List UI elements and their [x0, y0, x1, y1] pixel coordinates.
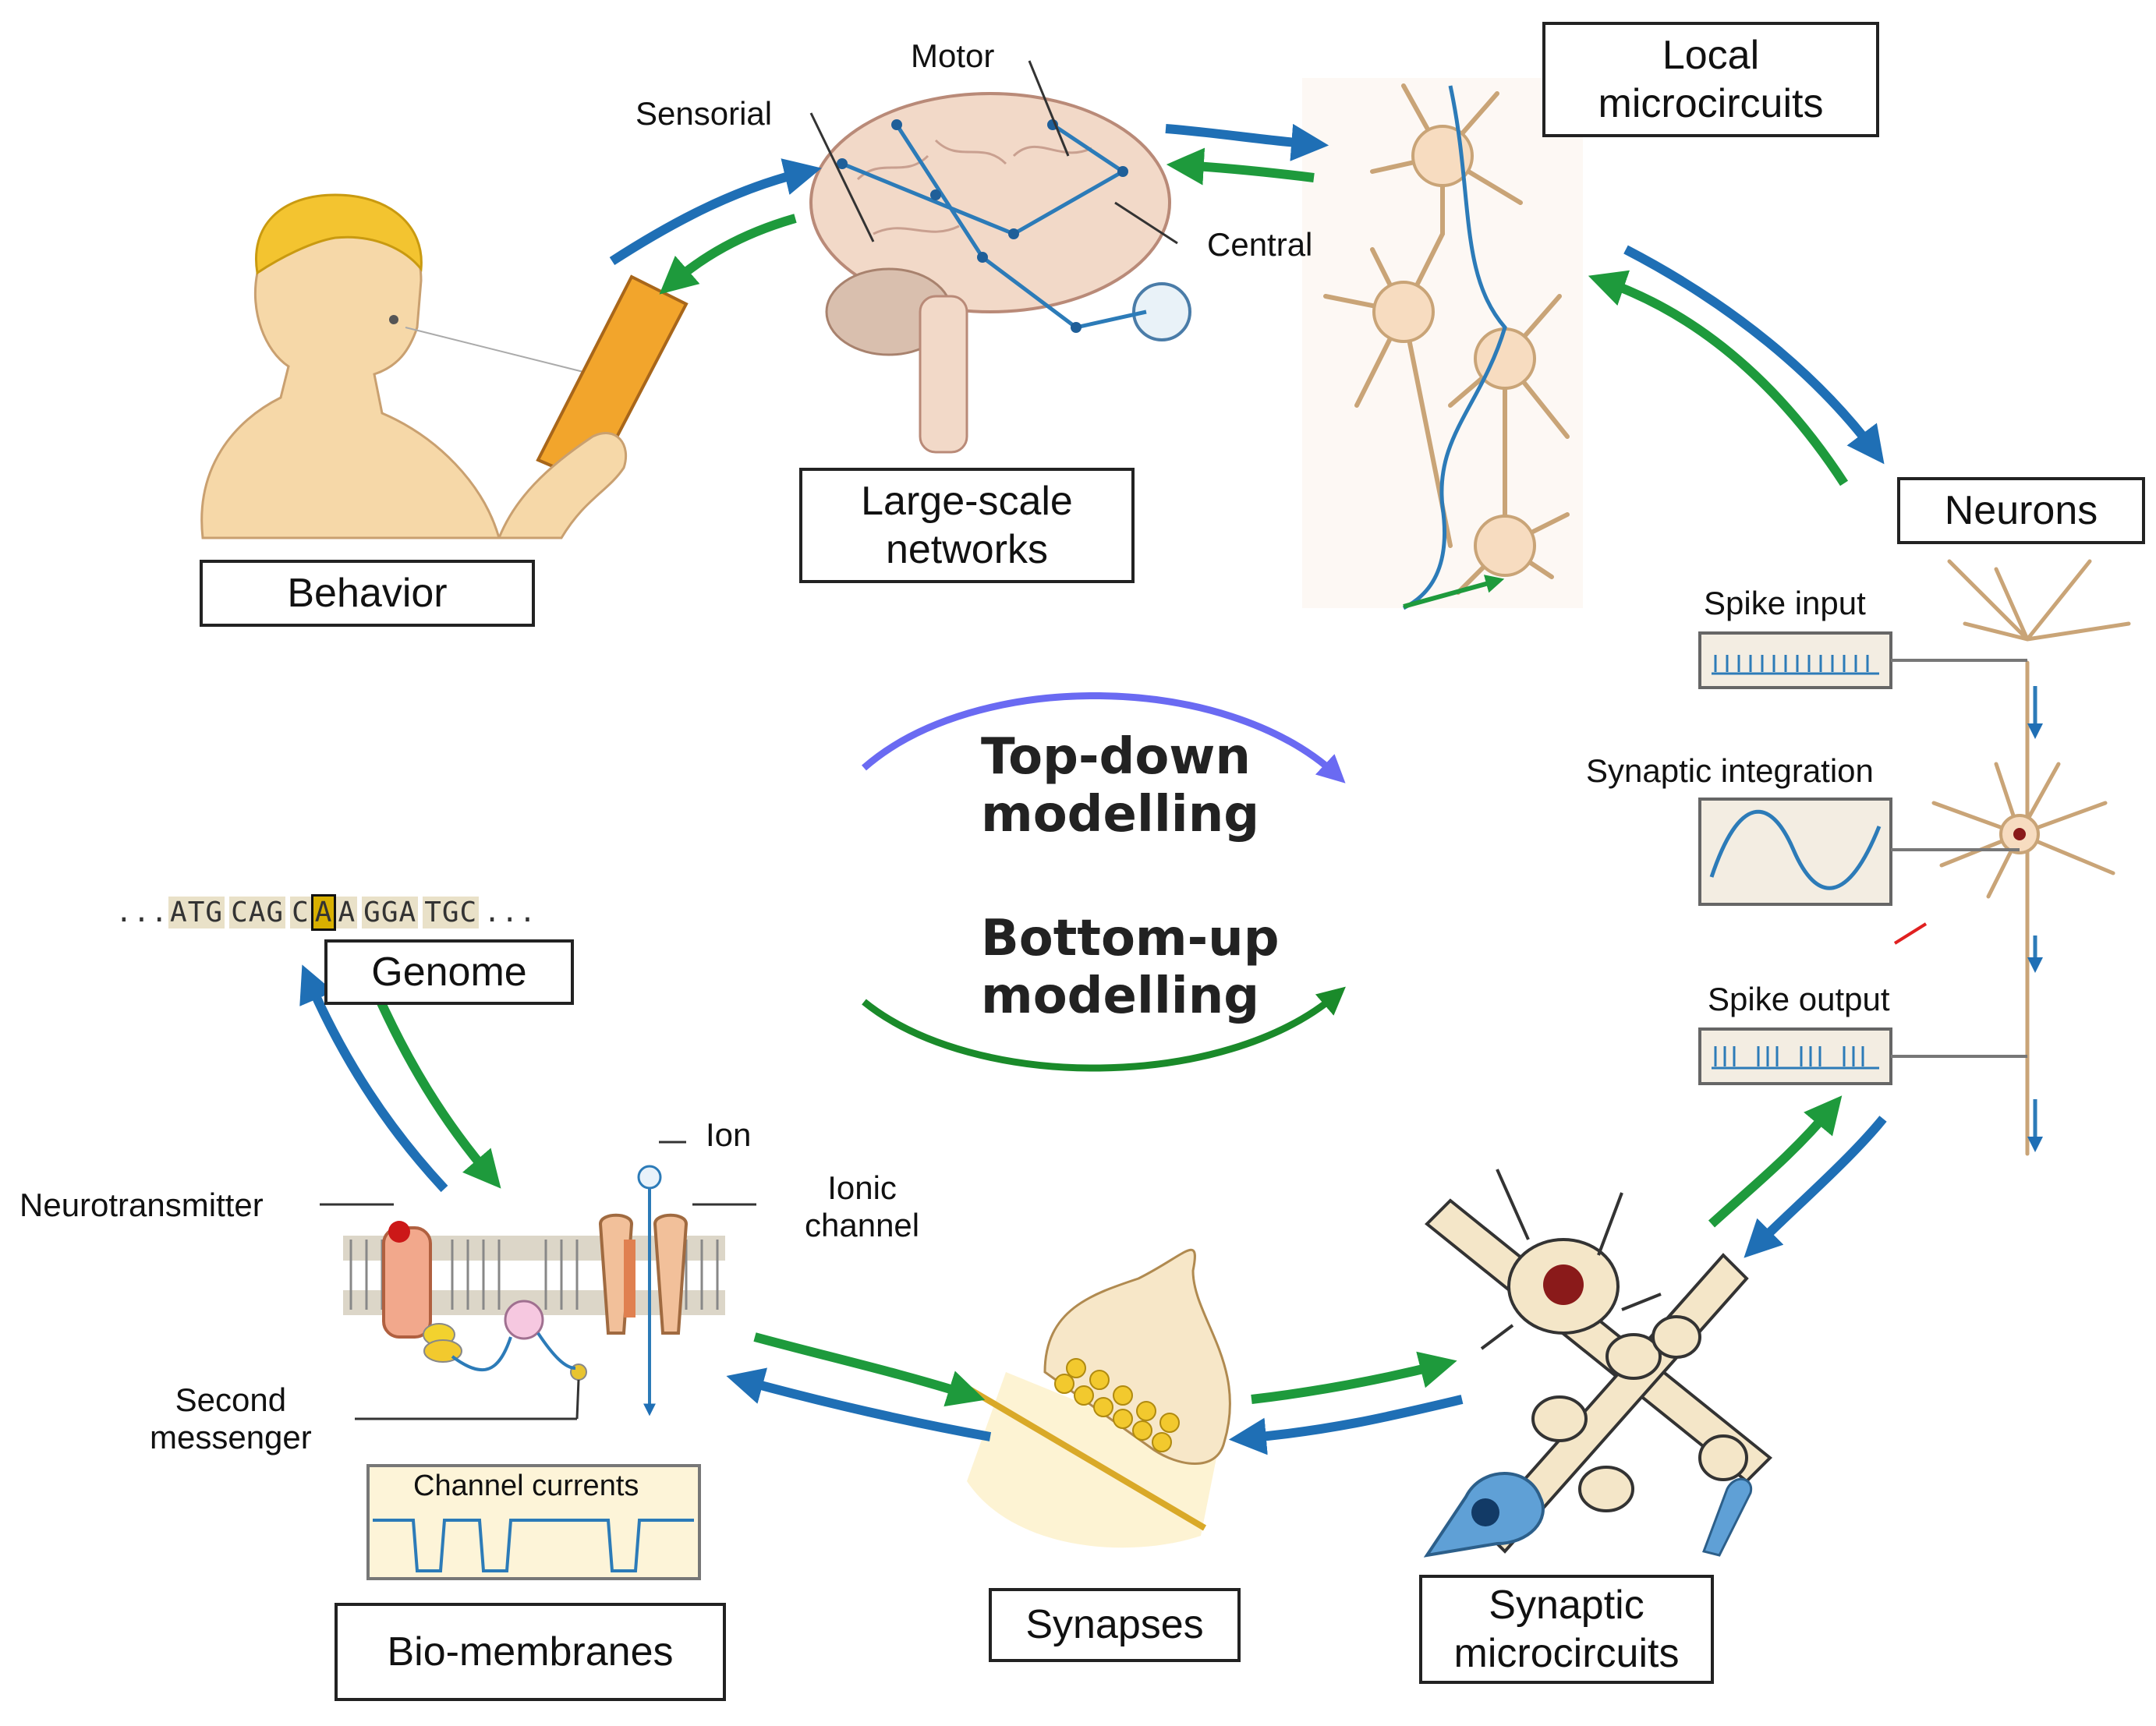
- box-behavior-label: Behavior: [287, 570, 448, 616]
- synaptic-integration-plot: [1698, 798, 2020, 906]
- box-bio-membranes-label: Bio-membranes: [387, 1629, 674, 1675]
- box-local-microcircuits: Local microcircuits: [1542, 22, 1879, 137]
- arrow-brain-to-behavior: [659, 214, 797, 295]
- dna-suffix: ...: [483, 897, 537, 928]
- channel-currents-plot: [366, 1464, 701, 1580]
- dna-codon: ATG: [168, 897, 225, 928]
- arrow-genome-to-membrane: [366, 976, 501, 1189]
- box-neurons-label: Neurons: [1944, 487, 2098, 533]
- box-synaptic-micro-label: Synaptic microcircuits: [1453, 1582, 1680, 1676]
- dna-prefix: ...: [115, 897, 169, 928]
- bottom-up-arc: [862, 986, 1346, 1072]
- dna-codon-highlighted: A: [310, 894, 337, 931]
- dna-codon: TGC: [423, 897, 480, 928]
- label-neurotransmitter: Neurotransmitter: [19, 1187, 264, 1223]
- box-synapses: Synapses: [989, 1588, 1241, 1662]
- dna-codon: A: [336, 897, 358, 928]
- arrow-brain-to-local: [1165, 123, 1329, 161]
- box-large-scale-label: Large-scale networks: [861, 478, 1073, 572]
- box-large-scale-networks: Large-scale networks: [799, 468, 1135, 583]
- dna-codon: GGA: [362, 897, 419, 928]
- label-spike-input: Spike input: [1704, 585, 1866, 621]
- box-bio-membranes: Bio-membranes: [335, 1603, 726, 1701]
- arrow-neurons-to-local: [1588, 270, 1849, 486]
- box-genome: Genome: [324, 939, 574, 1005]
- arrow-behavior-to-brain: [609, 158, 822, 266]
- spike-input-plot: [1698, 631, 2027, 689]
- spike-output-plot: [1698, 1027, 2027, 1085]
- label-sensorial: Sensorial: [635, 95, 773, 132]
- label-ion: Ion: [706, 1116, 752, 1153]
- arrow-local-to-neurons: [1623, 245, 1885, 465]
- local-microcircuit-illustration: [1302, 78, 1583, 610]
- box-synaptic-microcircuits: Synaptic microcircuits: [1419, 1575, 1714, 1684]
- box-genome-label: Genome: [371, 949, 527, 995]
- box-synapses-label: Synapses: [1025, 1602, 1204, 1648]
- box-local-micro-label: Local microcircuits: [1598, 32, 1824, 126]
- arrow-local-to-brain: [1166, 147, 1315, 186]
- box-behavior: Behavior: [200, 560, 535, 627]
- arrow-synmicro-to-synapse: [1228, 1395, 1464, 1455]
- arrow-membrane-to-genome: [299, 964, 448, 1193]
- top-down-arc: [862, 691, 1346, 783]
- bottom-up-modelling-label: Bottom-up modelling: [981, 910, 1280, 1025]
- box-neurons: Neurons: [1897, 477, 2145, 544]
- synaptic-microcircuit-illustration: [1423, 1169, 1772, 1558]
- label-ionic-channel: Ionic channel: [805, 1169, 920, 1244]
- neuron-illustration: [1893, 559, 2131, 1156]
- brain-illustration: [809, 60, 1191, 454]
- label-motor: Motor: [911, 37, 995, 74]
- person-reading-illustration: [200, 193, 689, 539]
- label-channel-currents: Channel currents: [413, 1470, 639, 1502]
- arrow-synapse-to-membrane: [726, 1367, 992, 1441]
- dna-codon: CAG: [229, 897, 286, 928]
- arrow-membrane-to-synapse: [753, 1332, 986, 1407]
- arrow-synapse-to-synmicro: [1251, 1351, 1457, 1404]
- arrow-synmicro-to-neurons: [1708, 1095, 1843, 1228]
- label-central: Central: [1207, 226, 1313, 263]
- synapse-illustration: [965, 1248, 1231, 1548]
- top-down-modelling-label: Top-down modelling: [981, 728, 1260, 844]
- bio-membrane-illustration: [320, 1141, 756, 1420]
- label-second-messenger: Second messenger: [150, 1381, 312, 1456]
- label-synaptic-integration: Synaptic integration: [1586, 752, 1874, 789]
- label-spike-output: Spike output: [1708, 981, 1890, 1017]
- dna-codon: C: [290, 897, 311, 928]
- arrow-neurons-to-synmicro: [1744, 1116, 1887, 1258]
- level-arrows: [299, 123, 1887, 1455]
